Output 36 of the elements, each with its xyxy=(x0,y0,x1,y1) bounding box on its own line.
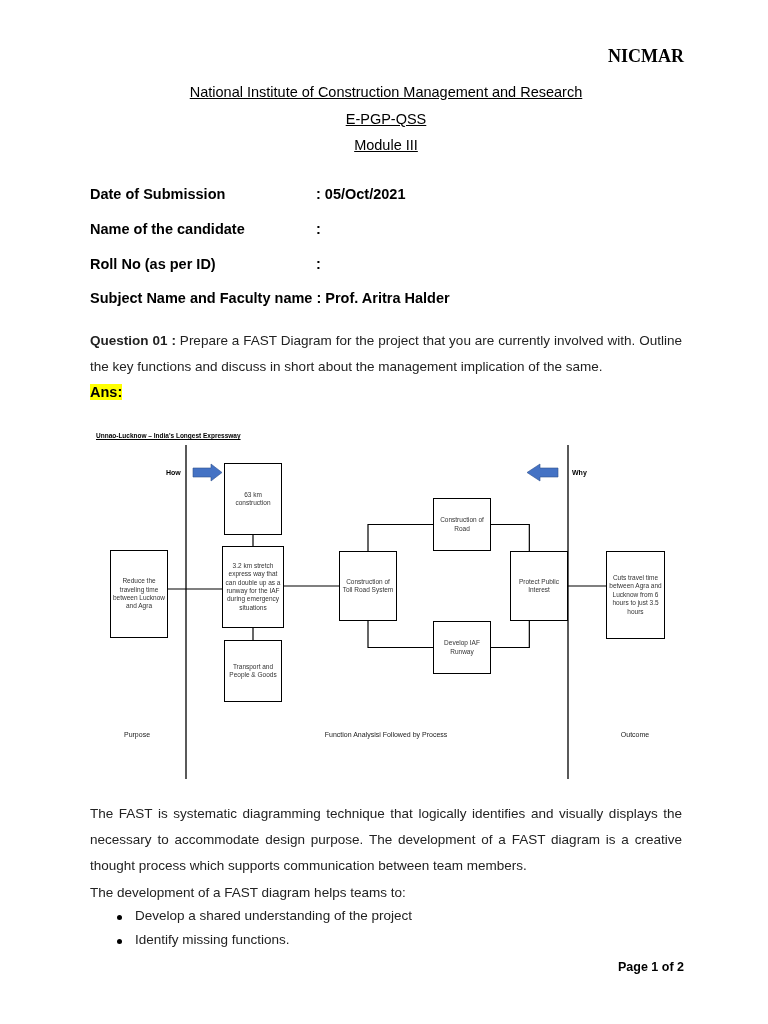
connector-line xyxy=(490,620,530,649)
body-paragraph: The FAST is systematic diagramming technique that logically identifies and visually displays the necessary to accommodate design purpose. The development of a FAST diagram is a creative thought process which supports communication between team members. xyxy=(90,805,682,875)
field-label: Name of the candidate xyxy=(90,221,245,237)
connector-line xyxy=(167,588,223,590)
field-value: : 05/Oct/2021 xyxy=(316,186,406,202)
function-box xyxy=(224,640,282,702)
connector-line xyxy=(567,585,607,587)
heading-text: Module III xyxy=(354,137,418,153)
bullet-text: Develop a shared understanding of the project xyxy=(135,908,412,923)
page-number: Page 1 of 2 xyxy=(618,960,684,974)
body-paragraph: The development of a FAST diagram helps teams to: xyxy=(90,884,407,902)
function-box xyxy=(433,498,491,551)
heading-text: National Institute of Construction Management and Research xyxy=(189,84,583,100)
field-label: Roll No (as per ID) xyxy=(90,256,216,272)
field-label: Date of Submission xyxy=(90,186,226,202)
answer-label: Ans: xyxy=(90,384,123,400)
connector-line xyxy=(490,523,530,552)
field-value: : xyxy=(316,221,321,237)
heading-text: E-PGP-QSS xyxy=(345,111,427,127)
connector-line xyxy=(367,620,434,649)
connector-line xyxy=(252,627,254,641)
header-text: NICMAR xyxy=(608,46,684,67)
function-box xyxy=(224,463,282,535)
function-box xyxy=(606,551,665,639)
bullet-text: Identify missing functions. xyxy=(135,932,290,947)
field-label: Subject Name and Faculty name : Prof. Aritra Halder xyxy=(90,290,450,306)
connector-line xyxy=(252,534,254,547)
function-box xyxy=(110,550,168,638)
function-box xyxy=(433,621,491,674)
question-text: Question 01 : Prepare a FAST Diagram for the project that you are currently involved with. Outline the key functions and discuss in short about the management implication of the same. xyxy=(90,332,682,376)
function-box xyxy=(339,551,397,621)
function-box xyxy=(510,551,568,621)
field-value: : xyxy=(316,256,321,272)
connector-line xyxy=(283,585,340,587)
connector-line xyxy=(367,523,434,552)
function-box xyxy=(222,546,284,628)
